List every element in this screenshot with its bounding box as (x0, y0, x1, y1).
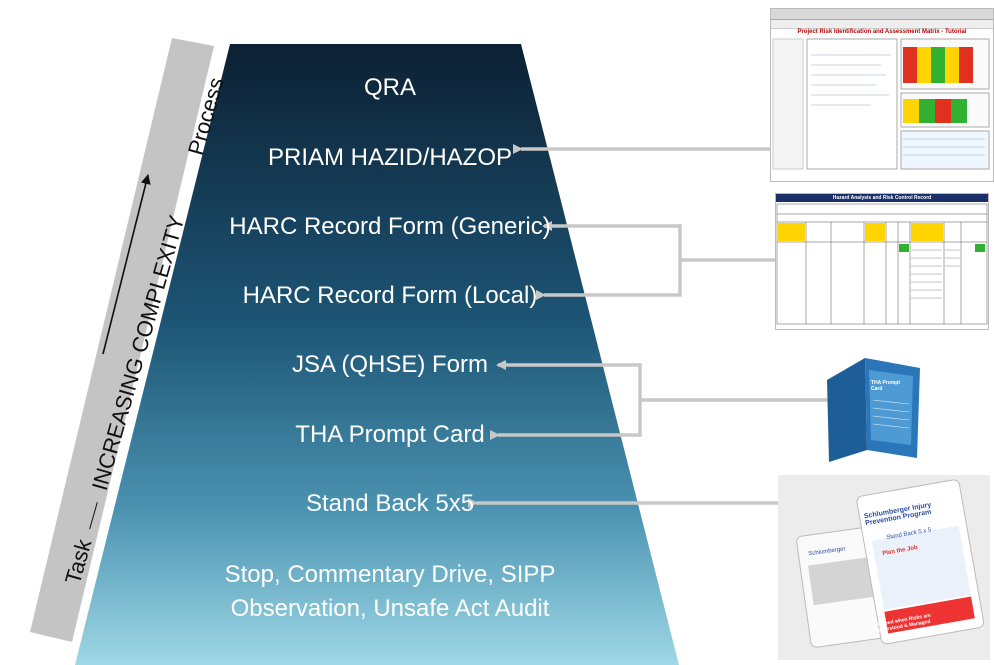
task-label: Task (59, 536, 97, 587)
level-qra: QRA (363, 74, 416, 101)
level-jsa: JSA (QHSE) Form (291, 351, 489, 378)
label-divider (88, 501, 98, 529)
level-stop-commentary: Stop, Commentary Drive, SIPP (224, 561, 556, 588)
sipp-cards-photo: Schlumberger Schlumberger Injury Prevent… (778, 475, 990, 660)
tha-card-title: THA Prompt Card (871, 380, 900, 392)
browser-address-bar (771, 20, 993, 29)
level-observation: Observation, Unsafe Act Audit (230, 595, 550, 622)
harc-thumbnail-table (776, 203, 988, 325)
browser-toolbar (771, 9, 993, 20)
connector-arrows (468, 144, 832, 508)
priam-thumbnail-content (772, 38, 990, 170)
harc-thumbnail-title: Hazard Analysis and Risk Control Record (776, 194, 988, 202)
level-priam: PRIAM HAZID/HAZOP (267, 144, 513, 171)
complexity-side-bar (30, 38, 214, 642)
complexity-pyramid (75, 44, 679, 665)
harc-form-thumbnail: Hazard Analysis and Risk Control Record (775, 193, 989, 330)
tha-card-graphic (827, 358, 920, 462)
level-harc-generic: HARC Record Form (Generic) (229, 213, 551, 240)
priam-screenshot-thumbnail: Project Risk Identification and Assessme… (770, 8, 994, 182)
sipp-cards-graphic: Schlumberger (796, 479, 985, 648)
tha-prompt-card-thumbnail: THA Prompt Card (825, 350, 925, 465)
priam-thumbnail-title: Project Risk Identification and Assessme… (797, 29, 967, 35)
level-standback: Stand Back 5x5 (305, 490, 475, 517)
level-tha: THA Prompt Card (295, 421, 485, 448)
svg-text:Schlumberger: Schlumberger (808, 546, 846, 557)
level-harc-local: HARC Record Form (Local) (242, 282, 538, 309)
complexity-direction-arrow (102, 174, 151, 355)
